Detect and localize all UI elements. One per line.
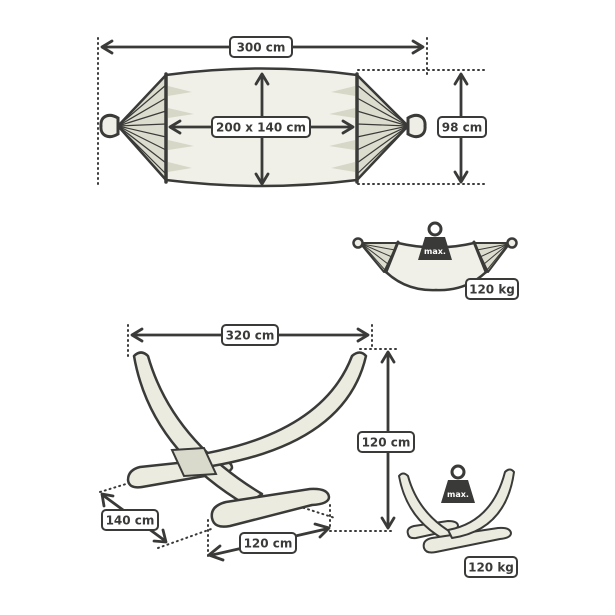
label-hammock-load: 120 kg xyxy=(465,278,519,300)
label-stand-base: 120 cm xyxy=(239,532,297,554)
svg-text:200 x 140 cm: 200 x 140 cm xyxy=(216,121,306,135)
stand-front-foot xyxy=(210,487,331,528)
svg-text:max.: max. xyxy=(424,247,446,256)
hammock-load-view: max. 120 kg xyxy=(352,221,519,300)
weight-icon-stand: max. xyxy=(441,464,475,503)
left-loop xyxy=(99,113,120,139)
svg-text:120 kg: 120 kg xyxy=(468,561,514,575)
label-stand-length: 320 cm xyxy=(221,324,279,346)
stand-view: 320 cm 120 cm 140 cm 120 cm xyxy=(99,324,415,562)
label-top-length: 300 cm xyxy=(229,36,293,58)
right-loop xyxy=(406,113,427,139)
stand-load-view: max. 120 kg xyxy=(398,464,518,578)
left-fan xyxy=(116,73,168,182)
label-stand-load: 120 kg xyxy=(464,556,518,578)
label-stand-depth: 140 cm xyxy=(101,509,159,531)
svg-text:140 cm: 140 cm xyxy=(106,514,155,528)
svg-text:120 kg: 120 kg xyxy=(469,283,515,297)
svg-text:max.: max. xyxy=(447,490,469,499)
label-stand-height: 120 cm xyxy=(357,431,415,453)
svg-text:120 cm: 120 cm xyxy=(244,537,293,551)
hammock-top-view: 300 cm 200 x 140 cm 98 cm xyxy=(97,36,489,188)
label-bed-size: 200 x 140 cm xyxy=(211,116,311,138)
label-top-width: 98 cm xyxy=(437,116,487,138)
svg-text:320 cm: 320 cm xyxy=(226,329,275,343)
svg-text:98 cm: 98 cm xyxy=(442,121,483,135)
stand-left-arc xyxy=(132,351,264,507)
svg-text:120 cm: 120 cm xyxy=(362,436,411,450)
weight-icon: max. xyxy=(418,221,452,260)
right-fan xyxy=(355,73,410,182)
svg-text:300 cm: 300 cm xyxy=(237,41,286,55)
